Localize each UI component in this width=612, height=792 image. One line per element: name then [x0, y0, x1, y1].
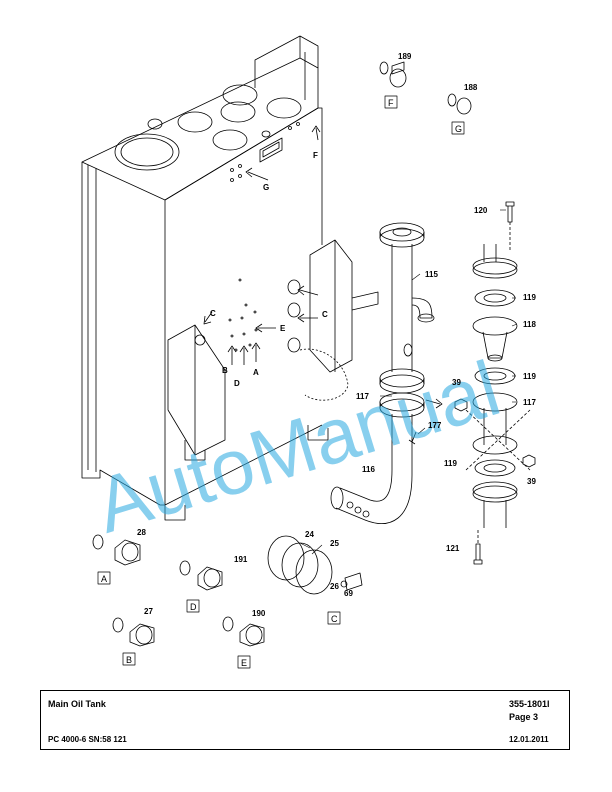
detail-box-c: C — [331, 614, 338, 624]
callout-190: 190 — [252, 609, 266, 618]
callout-labels: 189 188 120 115 119 118 119 117 117 39 3… — [137, 52, 536, 618]
callout-69: 69 — [344, 589, 353, 598]
view-letter-d: D — [234, 379, 240, 388]
callout-28: 28 — [137, 528, 146, 537]
main-oil-tank — [81, 35, 379, 521]
view-letter-c-left: C — [210, 309, 216, 318]
document-date: 12.01.2011 — [509, 735, 549, 744]
watermark: AutoManual — [86, 344, 510, 550]
callout-27: 27 — [144, 607, 153, 616]
plug-details — [92, 61, 472, 647]
detail-box-e: E — [241, 658, 247, 668]
callout-117-a: 117 — [523, 398, 536, 407]
view-letter-c-right: C — [322, 310, 328, 319]
callout-116: 116 — [362, 465, 375, 474]
detail-box-d: D — [190, 602, 197, 612]
leader-lines — [299, 209, 518, 555]
callout-39-a: 39 — [452, 378, 461, 387]
title-block: Main Oil Tank 355-1801l Page 3 PC 4000-6… — [40, 690, 570, 750]
view-letter-a: A — [253, 368, 259, 377]
detail-box-g: G — [455, 124, 462, 134]
callout-39-b: 39 — [527, 477, 536, 486]
view-letter-g: G — [263, 183, 269, 192]
callout-188: 188 — [464, 83, 478, 92]
callout-26: 26 — [330, 582, 339, 591]
detail-box-a: A — [101, 574, 107, 584]
view-letter-b: B — [222, 366, 228, 375]
callout-121: 121 — [446, 544, 460, 553]
callout-177: 177 — [428, 421, 442, 430]
callout-117-b: 117 — [356, 392, 369, 401]
machine-serial: PC 4000-6 SN:58 121 — [48, 735, 127, 744]
detail-box-b: B — [126, 655, 132, 665]
callout-119-a: 119 — [523, 293, 536, 302]
pipe-assembly — [330, 222, 435, 524]
document-number: 355-1801l — [509, 699, 550, 709]
page-number: Page 3 — [509, 712, 539, 722]
callout-191: 191 — [234, 555, 248, 564]
callout-115: 115 — [425, 270, 438, 279]
view-letter-e: E — [280, 324, 286, 333]
detail-box-letters: F G A D C B E — [101, 98, 462, 668]
callout-25: 25 — [330, 539, 339, 548]
exploded-filter-stack — [454, 201, 536, 565]
callout-119-b: 119 — [523, 372, 536, 381]
callout-120: 120 — [474, 206, 488, 215]
detail-box-frames — [97, 95, 465, 669]
callout-24: 24 — [305, 530, 314, 539]
view-letter-f: F — [313, 151, 318, 160]
callout-189: 189 — [398, 52, 412, 61]
view-letters: G F C C E B D A — [210, 151, 328, 388]
callout-118: 118 — [523, 320, 536, 329]
callout-119-c: 119 — [444, 459, 457, 468]
view-arrows — [203, 125, 443, 409]
detail-box-f: F — [388, 98, 394, 108]
document-title: Main Oil Tank — [48, 699, 106, 709]
